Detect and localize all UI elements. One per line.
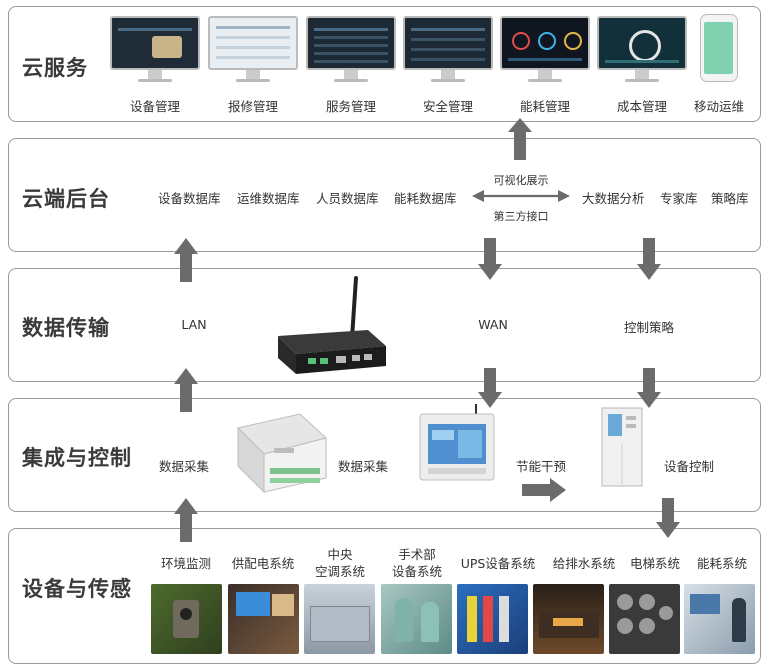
third-party-interface-label: 第三方接口 — [493, 210, 549, 223]
control-cabinet — [601, 407, 643, 487]
arrow-bidirectional-interface — [472, 190, 570, 202]
db-staff: 人员数据库 — [316, 191, 379, 206]
layer-title-cloud-backend: 云端后台 — [22, 187, 110, 211]
photo-water-system — [533, 584, 604, 654]
app-label-energy-management: 能耗管理 — [519, 99, 571, 114]
arrow-down-to-devices — [656, 498, 680, 538]
arrow-up-collect-to-transmission — [174, 498, 198, 542]
db-ops: 运维数据库 — [237, 191, 300, 206]
layer-cloud-backend — [8, 138, 761, 252]
photo-energy-system — [684, 584, 755, 654]
wan-label: WAN — [478, 317, 508, 332]
big-data-analysis: 大数据分析 — [582, 191, 645, 206]
system-label-power-distribution: 供配电系统 — [231, 556, 295, 571]
data-collection-label-2: 数据采集 — [338, 459, 389, 474]
system-label-ups: UPS设备系统 — [460, 556, 536, 571]
layer-title-data-transmission: 数据传输 — [22, 316, 110, 340]
data-collector-module — [237, 413, 328, 494]
arrow-up-lan-to-backend — [174, 238, 198, 282]
energy-intervention-label: 节能干预 — [516, 459, 567, 474]
photo-environment-monitoring — [151, 584, 222, 654]
photo-elevator-system — [609, 584, 680, 654]
system-label-hvac-line2: 空调系统 — [314, 564, 366, 579]
photo-central-hvac — [304, 584, 375, 654]
app-label-safety-management: 安全管理 — [422, 99, 474, 114]
arrow-right-energy-intervention — [522, 478, 566, 502]
arrow-up-to-cloud-service — [508, 118, 532, 160]
device-control-label: 设备控制 — [664, 459, 715, 474]
app-label-device-management: 设备管理 — [129, 99, 181, 114]
layer-title-integration-control: 集成与控制 — [22, 446, 132, 470]
app-label-repair-management: 报修管理 — [227, 99, 279, 114]
strategy-library: 策略库 — [711, 191, 749, 206]
system-label-environment: 环境监测 — [160, 556, 212, 571]
touch-panel-controller — [419, 404, 495, 481]
router-device — [278, 276, 386, 374]
system-label-surgery-line1: 手术部 — [398, 547, 436, 562]
app-label-mobile-ops: 移动运维 — [693, 99, 745, 114]
lan-label: LAN — [181, 317, 207, 332]
system-label-surgery-line2: 设备系统 — [391, 564, 443, 579]
arrow-down-strategy-1 — [637, 238, 661, 280]
expert-library: 专家库 — [660, 191, 698, 206]
photo-surgery-department — [381, 584, 452, 654]
db-device: 设备数据库 — [158, 191, 221, 206]
system-label-elevator: 电梯系统 — [629, 556, 681, 571]
app-label-cost-management: 成本管理 — [616, 99, 668, 114]
arrow-down-strategy-2 — [637, 368, 661, 408]
layer-title-devices-sensing: 设备与传感 — [22, 577, 132, 601]
data-collection-label-1: 数据采集 — [159, 459, 210, 474]
app-label-service-management: 服务管理 — [325, 99, 377, 114]
app-screen-mobile-ops[interactable] — [700, 14, 738, 82]
photo-power-distribution — [228, 584, 299, 654]
arrow-down-wan-1 — [478, 238, 502, 280]
photo-ups-system — [457, 584, 528, 654]
system-label-water: 给排水系统 — [552, 556, 616, 571]
arrow-up-lan-to-transmission — [174, 368, 198, 412]
control-strategy-label: 控制策略 — [623, 320, 675, 335]
db-energy: 能耗数据库 — [394, 191, 457, 206]
visualization-label: 可视化展示 — [493, 174, 549, 187]
arrow-down-wan-2 — [478, 368, 502, 408]
layer-title-cloud-service: 云服务 — [22, 56, 88, 80]
system-label-energy: 能耗系统 — [696, 556, 748, 571]
system-label-hvac-line1: 中央 — [327, 547, 353, 562]
